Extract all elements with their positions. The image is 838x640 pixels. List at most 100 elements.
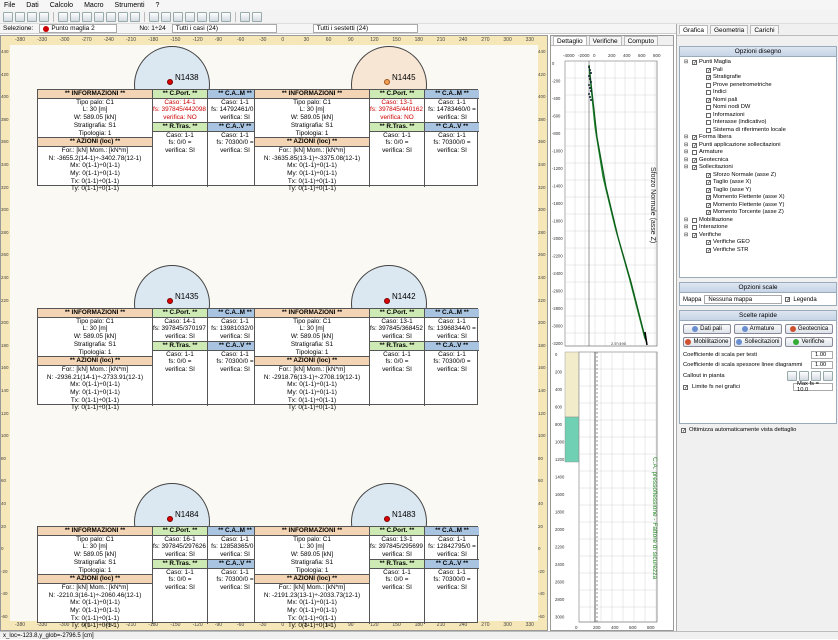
callout-style-4-icon[interactable]	[823, 371, 833, 381]
expand-icon[interactable]: ⊟	[684, 134, 690, 142]
expand-icon[interactable]: ⊟	[684, 142, 690, 150]
tree-item[interactable]: ⊟✓Sollecitazioni	[684, 164, 836, 172]
expand-icon[interactable]: ⊟	[684, 217, 690, 225]
list-icon[interactable]	[221, 12, 231, 22]
armature-button[interactable]: Armature	[734, 324, 782, 334]
menu-strumenti[interactable]: Strumenti	[115, 2, 145, 9]
expand-icon[interactable]: ⊟	[684, 224, 690, 232]
tree-checkbox[interactable]: ✓	[706, 68, 711, 73]
tree-item[interactable]: ✓Momento Torcente (asse Z)	[684, 209, 836, 217]
tree-checkbox[interactable]: ✓	[706, 188, 711, 193]
tree-checkbox[interactable]: ✓	[692, 165, 697, 170]
tree-item[interactable]: ⊟Mobilitazione	[684, 217, 836, 225]
mappa-dropdown[interactable]: Nessuna mappa	[704, 295, 782, 304]
tab-grafica[interactable]: Grafica	[679, 25, 708, 34]
expand-icon[interactable]: ⊟	[684, 164, 690, 172]
tree-item[interactable]: Prove penetrometriche	[684, 82, 836, 90]
new-file-icon[interactable]	[3, 12, 13, 22]
tree-checkbox[interactable]: ✓	[692, 60, 697, 65]
tab-dettaglio[interactable]: Dettaglio	[553, 36, 587, 45]
image-icon[interactable]	[173, 12, 183, 22]
open-folder-icon[interactable]	[15, 12, 25, 22]
tree-checkbox[interactable]: ✓	[692, 233, 697, 238]
callout-style-3-icon[interactable]	[811, 371, 821, 381]
tree-item[interactable]: ✓Verifiche GEO	[684, 239, 836, 247]
tree-item[interactable]: Sistema di riferimento locale	[684, 127, 836, 135]
mobilitazione-button[interactable]: Mobilitazione	[683, 337, 731, 347]
tree-item[interactable]: ✓Momento Flettente (asse X)	[684, 194, 836, 202]
tree-item[interactable]: ⊟✓Geotecnica	[684, 157, 836, 165]
menu-calcolo[interactable]: Calcolo	[50, 2, 73, 9]
menu-file[interactable]: File	[4, 2, 15, 9]
tree-item[interactable]: ⊟✓Verifiche	[684, 232, 836, 240]
pile-node-icon[interactable]	[167, 298, 173, 304]
tree-checkbox[interactable]	[706, 83, 711, 88]
tree-checkbox[interactable]	[706, 105, 711, 110]
tree-item[interactable]: Indici	[684, 89, 836, 97]
tree-checkbox[interactable]: ✓	[706, 98, 711, 103]
expand-icon[interactable]: ⊟	[684, 157, 690, 165]
pile-node-icon[interactable]	[384, 298, 390, 304]
ottimizza-checkbox[interactable]: ✓	[681, 428, 686, 433]
expand-icon[interactable]: ⊟	[684, 59, 690, 67]
tab-computo[interactable]: Computo	[624, 36, 658, 45]
coeff-linee-input[interactable]: 1.00	[811, 361, 833, 369]
menu-macro[interactable]: Macro	[84, 2, 103, 9]
tree-checkbox[interactable]	[692, 225, 697, 230]
pile-node-icon[interactable]	[167, 79, 173, 85]
sextets-dropdown[interactable]: Tutti i sestetti (24)	[313, 24, 418, 33]
expand-icon[interactable]: ⊟	[684, 232, 690, 240]
zoom-in-icon[interactable]	[94, 12, 104, 22]
tab-geometria[interactable]: Geometria	[710, 25, 748, 34]
tree-checkbox[interactable]: ✓	[692, 143, 697, 148]
tree-item[interactable]: ✓Pali	[684, 67, 836, 75]
tree-item[interactable]: ✓Momento Flettente (asse Y)	[684, 202, 836, 210]
tree-checkbox[interactable]	[706, 128, 711, 133]
tree-item[interactable]: ✓Sforzo Normale (asse Z)	[684, 172, 836, 180]
undo-icon[interactable]	[58, 12, 68, 22]
tree-checkbox[interactable]	[706, 120, 711, 125]
save-icon[interactable]	[27, 12, 37, 22]
tree-item[interactable]: ✓Nomi pali	[684, 97, 836, 105]
tree-checkbox[interactable]: ✓	[692, 158, 697, 163]
tree-item[interactable]: Interasse (indicativo)	[684, 119, 836, 127]
grid-icon[interactable]	[130, 12, 140, 22]
legenda-checkbox[interactable]: ✓	[785, 297, 790, 302]
verifiche-button[interactable]: Verifiche	[785, 337, 833, 347]
report-icon[interactable]	[149, 12, 159, 22]
tree-checkbox[interactable]	[706, 113, 711, 118]
tree-item[interactable]: ⊟✓Forma libera	[684, 134, 836, 142]
redo-icon[interactable]	[70, 12, 80, 22]
tree-item[interactable]: ⊟✓Punti Maglia	[684, 59, 836, 67]
tree-checkbox[interactable]: ✓	[706, 248, 711, 253]
expand-icon[interactable]: ⊟	[684, 149, 690, 157]
tree-checkbox[interactable]: ✓	[706, 203, 711, 208]
pile-node-icon[interactable]	[167, 516, 173, 522]
limite-checkbox[interactable]: ✓	[683, 385, 688, 390]
tree-item[interactable]: ✓Taglio (asse Y)	[684, 187, 836, 195]
share-icon[interactable]	[209, 12, 219, 22]
pile-node-icon[interactable]	[384, 79, 390, 85]
tree-item[interactable]: Nomi nodi DW	[684, 104, 836, 112]
tree-checkbox[interactable]: ✓	[706, 210, 711, 215]
tree-item[interactable]: ✓Verifiche STR	[684, 247, 836, 255]
geotecnica-button[interactable]: Geotecnica	[785, 324, 833, 334]
tree-item[interactable]: ✓Stratigrafie	[684, 74, 836, 82]
tab-carichi[interactable]: Carichi	[750, 25, 778, 34]
selection-dropdown[interactable]: Punto maglia 2	[39, 24, 117, 33]
tree-checkbox[interactable]: ✓	[706, 195, 711, 200]
tree-checkbox[interactable]: ✓	[706, 75, 711, 80]
tree-checkbox[interactable]: ✓	[706, 173, 711, 178]
cases-dropdown[interactable]: Tutti i casi (24)	[172, 24, 277, 33]
tree-checkbox[interactable]: ✓	[706, 240, 711, 245]
tree-checkbox[interactable]: ✓	[692, 135, 697, 140]
tree-item[interactable]: ⊟Armature	[684, 149, 836, 157]
callout-style-2-icon[interactable]	[799, 371, 809, 381]
plan-view-canvas[interactable]: -380-330-300-270-240-210-180-150-120-90-…	[0, 35, 548, 631]
color-icon[interactable]	[185, 12, 195, 22]
pile-node-icon[interactable]	[384, 516, 390, 522]
callout-style-1-icon[interactable]	[787, 371, 797, 381]
layers-icon[interactable]	[197, 12, 207, 22]
tree-checkbox[interactable]	[692, 150, 697, 155]
help-icon[interactable]	[252, 12, 262, 22]
